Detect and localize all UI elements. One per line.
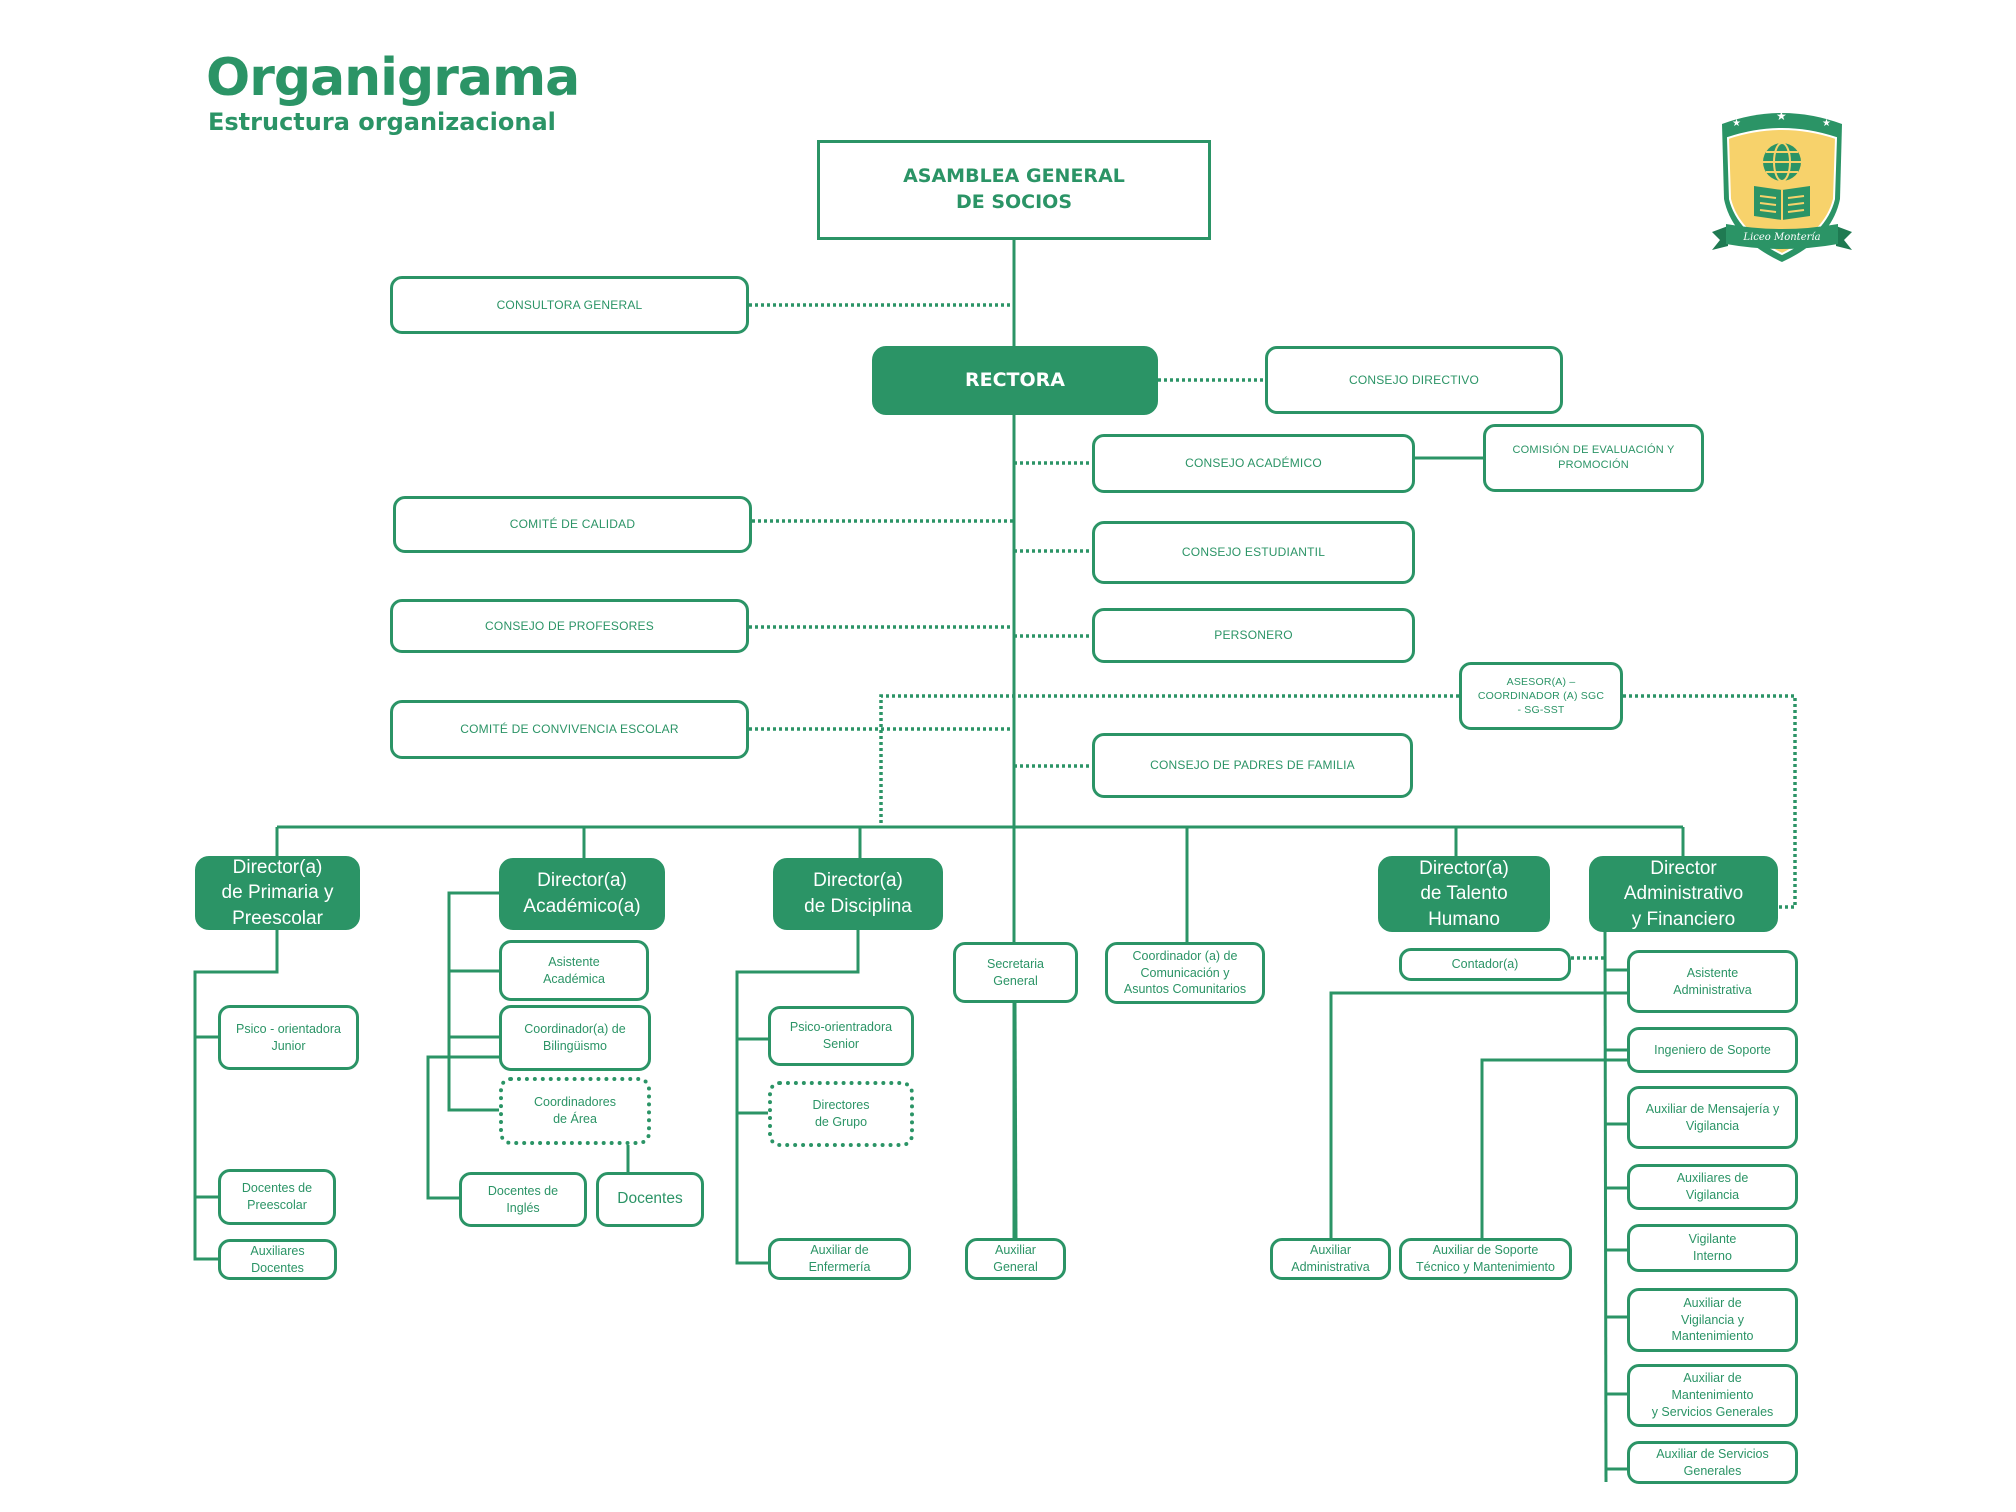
node-aux-soporte[interactable]: Auxiliar de Soporte Técnico y Mantenimie… (1399, 1238, 1572, 1280)
node-asamblea[interactable]: ASAMBLEA GENERAL DE SOCIOS (817, 140, 1211, 240)
node-aux-enfermeria[interactable]: Auxiliar de Enfermería (768, 1238, 911, 1280)
node-coord-comunicacion[interactable]: Coordinador (a) de Comunicación y Asunto… (1105, 942, 1265, 1004)
node-docentes[interactable]: Docentes (596, 1172, 704, 1227)
page-title: Organigrama (206, 48, 580, 108)
node-aux-administrativa[interactable]: Auxiliar Administrativa (1270, 1238, 1391, 1280)
node-coord-bilinguismo[interactable]: Coordinador(a) de Bilingüismo (499, 1005, 651, 1071)
node-aux-mantenimiento-servicios[interactable]: Auxiliar de Mantenimiento y Servicios Ge… (1627, 1364, 1798, 1427)
logo-text: Liceo Montería (1742, 232, 1820, 243)
node-coord-area[interactable]: Coordinadores de Área (499, 1077, 651, 1145)
node-comision-evaluacion[interactable]: COMISIÓN DE EVALUACIÓN Y PROMOCIÓN (1483, 424, 1704, 492)
node-dir-academico[interactable]: Director(a) Académico(a) (499, 858, 665, 930)
node-aux-vigilancia[interactable]: Auxiliares de Vigilancia (1627, 1164, 1798, 1210)
dotted-asesor-right (1623, 694, 1797, 909)
dotted-asesor-left (879, 694, 1459, 827)
node-ingeniero-soporte[interactable]: Ingeniero de Soporte (1627, 1027, 1798, 1073)
school-crest-logo: ★ ★ ★ Liceo Montería (1712, 109, 1852, 262)
node-aux-servicios-generales[interactable]: Auxiliar de Servicios Generales (1627, 1441, 1798, 1484)
node-asistente-administrativa[interactable]: Asistente Administrativa (1627, 950, 1798, 1013)
node-psico-junior[interactable]: Psico - orientadora Junior (218, 1005, 359, 1070)
node-aux-mensajeria[interactable]: Auxiliar de Mensajería y Vigilancia (1627, 1086, 1798, 1149)
node-directores-grupo[interactable]: Directores de Grupo (768, 1081, 914, 1147)
node-consejo-estudiantil[interactable]: CONSEJO ESTUDIANTIL (1092, 521, 1415, 584)
node-consultora[interactable]: CONSULTORA GENERAL (390, 276, 749, 334)
node-aux-vigilancia-mantenimiento[interactable]: Auxiliar de Vigilancia y Mantenimiento (1627, 1288, 1798, 1352)
node-consejo-directivo[interactable]: CONSEJO DIRECTIVO (1265, 346, 1563, 414)
node-consejo-profesores[interactable]: CONSEJO DE PROFESORES (390, 599, 749, 653)
node-asesor-sgc[interactable]: ASESOR(A) – COORDINADOR (A) SGC - SG-SST (1459, 662, 1623, 730)
open-book-icon (1754, 186, 1810, 220)
node-secretaria-general[interactable]: Secretaria General (953, 942, 1078, 1003)
node-contador[interactable]: Contador(a) (1399, 948, 1571, 981)
node-consejo-academico[interactable]: CONSEJO ACADÉMICO (1092, 434, 1415, 493)
svg-text:★: ★ (1732, 118, 1741, 129)
node-aux-general[interactable]: Auxiliar General (965, 1238, 1066, 1280)
globe-icon (1763, 142, 1801, 182)
node-consejo-padres[interactable]: CONSEJO DE PADRES DE FAMILIA (1092, 733, 1413, 798)
node-comite-convivencia[interactable]: COMITÉ DE CONVIVENCIA ESCOLAR (390, 700, 749, 759)
node-asistente-academica[interactable]: Asistente Académica (499, 940, 649, 1001)
svg-text:★: ★ (1822, 118, 1831, 129)
node-vigilante-interno[interactable]: Vigilante Interno (1627, 1224, 1798, 1272)
node-docentes-preescolar[interactable]: Docentes de Preescolar (218, 1169, 336, 1225)
page-subtitle: Estructura organizacional (208, 108, 556, 136)
node-auxiliares-docentes[interactable]: Auxiliares Docentes (218, 1239, 337, 1280)
node-dir-talento[interactable]: Director(a) de Talento Humano (1378, 856, 1550, 932)
node-dir-administrativo[interactable]: Director Administrativo y Financiero (1589, 856, 1778, 932)
node-dir-primaria[interactable]: Director(a) de Primaria y Preescolar (195, 856, 360, 930)
node-comite-calidad[interactable]: COMITÉ DE CALIDAD (393, 496, 752, 553)
svg-text:★: ★ (1776, 109, 1787, 123)
node-personero[interactable]: PERSONERO (1092, 608, 1415, 663)
node-rectora[interactable]: RECTORA (872, 346, 1158, 415)
node-docentes-ingles[interactable]: Docentes de Inglés (459, 1172, 587, 1227)
node-dir-disciplina[interactable]: Director(a) de Disciplina (773, 858, 943, 930)
node-psico-senior[interactable]: Psico-orientradora Senior (768, 1006, 914, 1066)
